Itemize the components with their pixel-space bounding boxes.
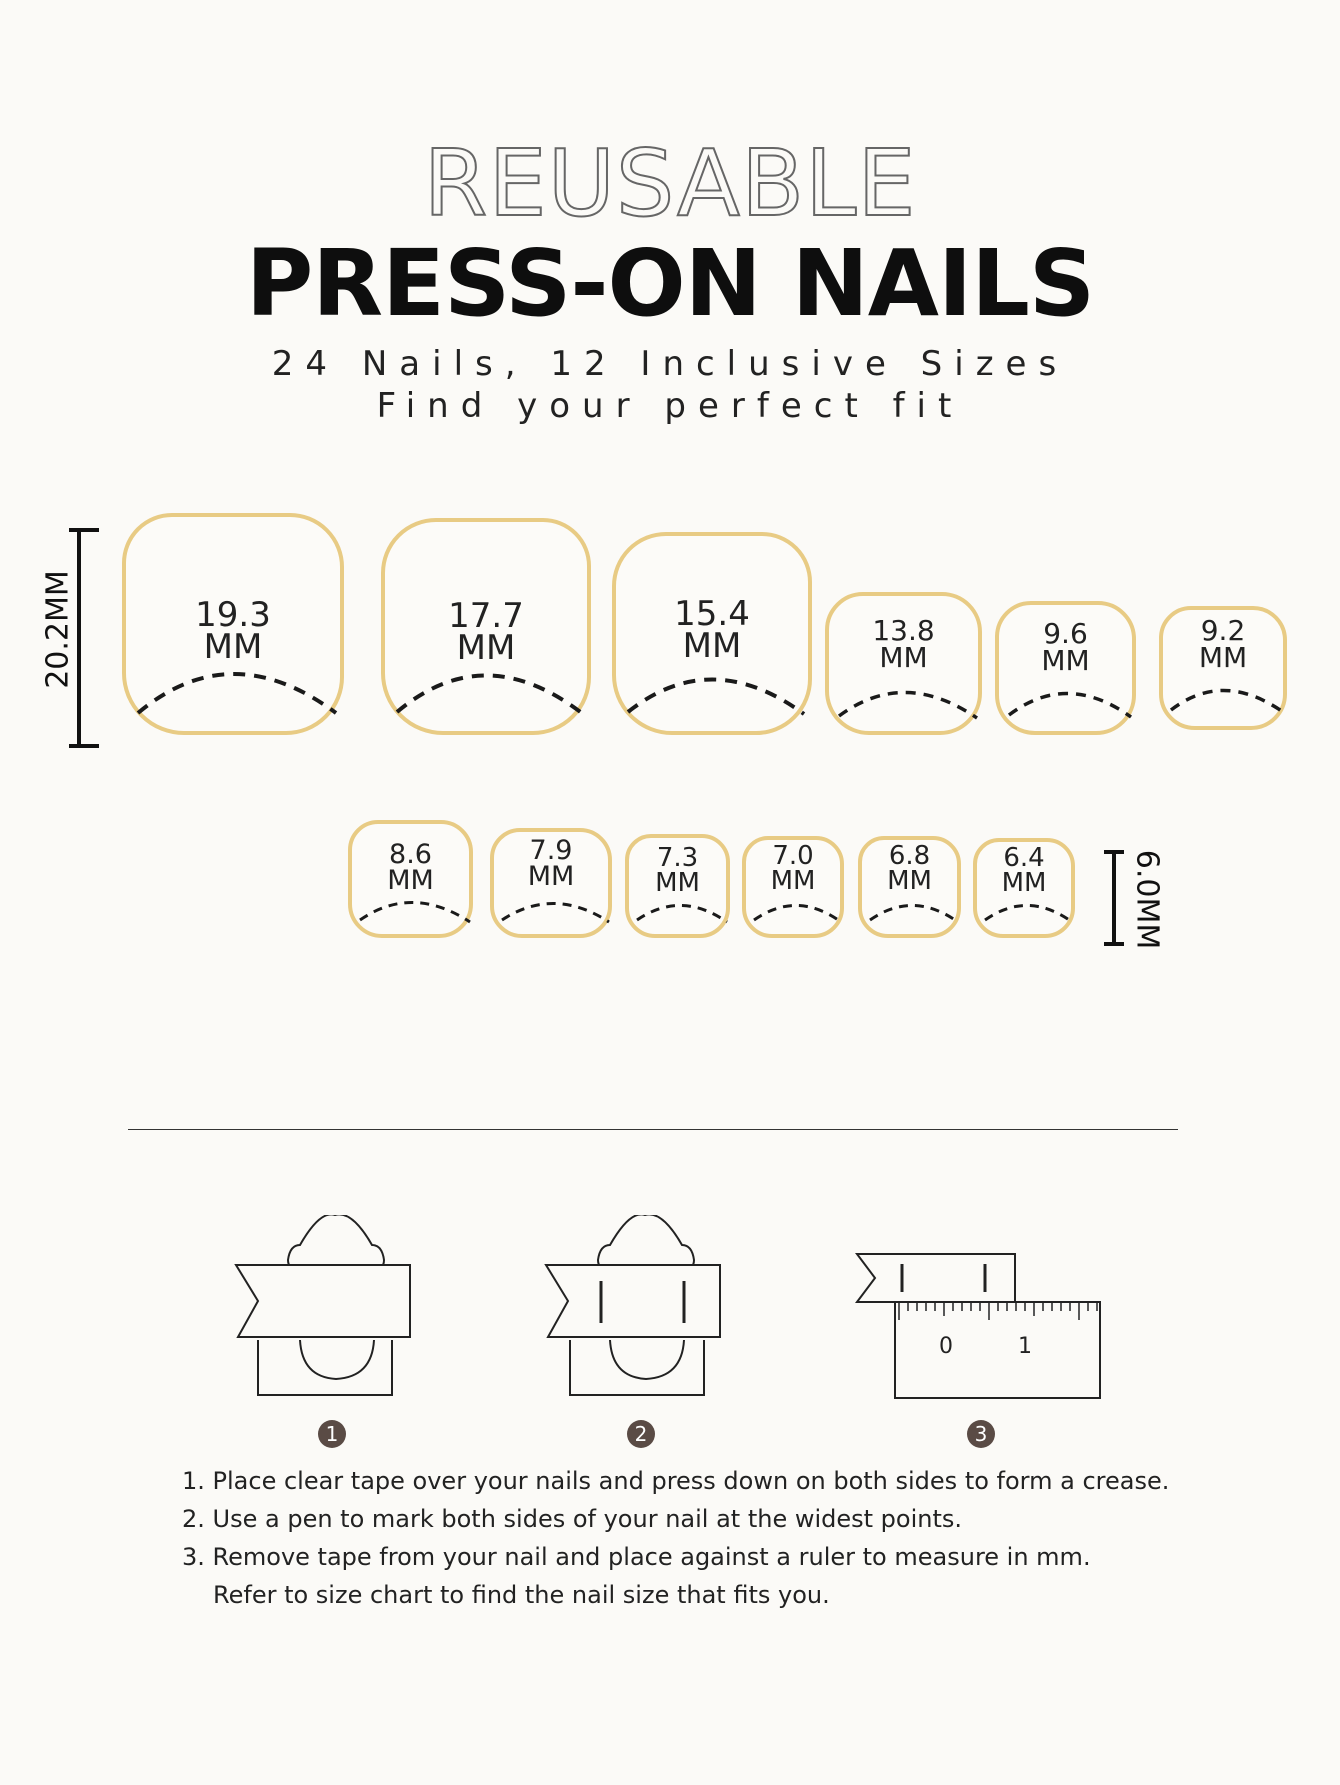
nail-unit: MM bbox=[203, 627, 263, 668]
nail-unit: MM bbox=[879, 640, 928, 674]
nail-width-value: 7.0 bbox=[772, 841, 814, 871]
instruction-3: 3. Remove tape from your nail and place … bbox=[182, 1543, 1091, 1571]
nail-width-value: 6.8 bbox=[888, 841, 931, 871]
nail-width-value: 17.7 bbox=[448, 596, 524, 636]
step-number-2: 2 bbox=[627, 1420, 655, 1448]
nail-width-value: 19.3 bbox=[195, 595, 271, 635]
step-number-1: 1 bbox=[318, 1420, 346, 1448]
min-length-bracket bbox=[1104, 850, 1124, 946]
section-divider bbox=[128, 1129, 1178, 1130]
instruction-4: Refer to size chart to find the nail siz… bbox=[213, 1581, 830, 1609]
nail-width-value: 7.9 bbox=[529, 835, 573, 866]
max-length-label: 20.2MM bbox=[40, 570, 76, 689]
nail-width-value: 6.4 bbox=[1003, 843, 1045, 873]
nail-width-value: 8.6 bbox=[389, 839, 432, 870]
min-length-label: 6.0MM bbox=[1129, 849, 1165, 950]
nail-width-value: 9.2 bbox=[1200, 614, 1246, 647]
nail-unit: MM bbox=[770, 865, 816, 896]
subtitle-fit: Find your perfect fit bbox=[376, 386, 964, 426]
step-2-mark-illustration bbox=[544, 1215, 721, 1396]
nail-unit: MM bbox=[887, 865, 932, 896]
title-reusable: REUSABLE bbox=[423, 130, 917, 237]
nail-width-value: 13.8 bbox=[872, 614, 935, 647]
nail-unit: MM bbox=[527, 860, 575, 892]
subtitle-nail-count: 24 Nails, 12 Inclusive Sizes bbox=[271, 344, 1069, 384]
ruler-label-0: 0 bbox=[939, 1334, 953, 1359]
nail-unit: MM bbox=[682, 626, 742, 667]
instruction-1: 1. Place clear tape over your nails and … bbox=[182, 1467, 1170, 1495]
nail-unit: MM bbox=[1001, 867, 1047, 898]
step-number-3: 3 bbox=[967, 1420, 995, 1448]
nail-unit: MM bbox=[387, 864, 434, 896]
nail-width-value: 9.6 bbox=[1043, 617, 1088, 650]
step-1-tape-illustration bbox=[234, 1215, 411, 1396]
ruler-ticks bbox=[898, 1302, 1098, 1320]
step-3-ruler-illustration: 0 1 bbox=[855, 1253, 1101, 1399]
max-length-bracket bbox=[69, 528, 99, 748]
nail-unit: MM bbox=[1041, 643, 1090, 677]
nail-unit: MM bbox=[655, 867, 700, 898]
nail-unit: MM bbox=[1198, 640, 1248, 674]
nail-width-value: 15.4 bbox=[674, 594, 750, 634]
instruction-2: 2. Use a pen to mark both sides of your … bbox=[182, 1505, 963, 1533]
ruler-label-1: 1 bbox=[1018, 1334, 1032, 1359]
nail-width-value: 7.3 bbox=[656, 843, 699, 873]
nail-unit: MM bbox=[456, 628, 516, 669]
title-press-on-nails: PRESS-ON NAILS bbox=[245, 230, 1095, 337]
